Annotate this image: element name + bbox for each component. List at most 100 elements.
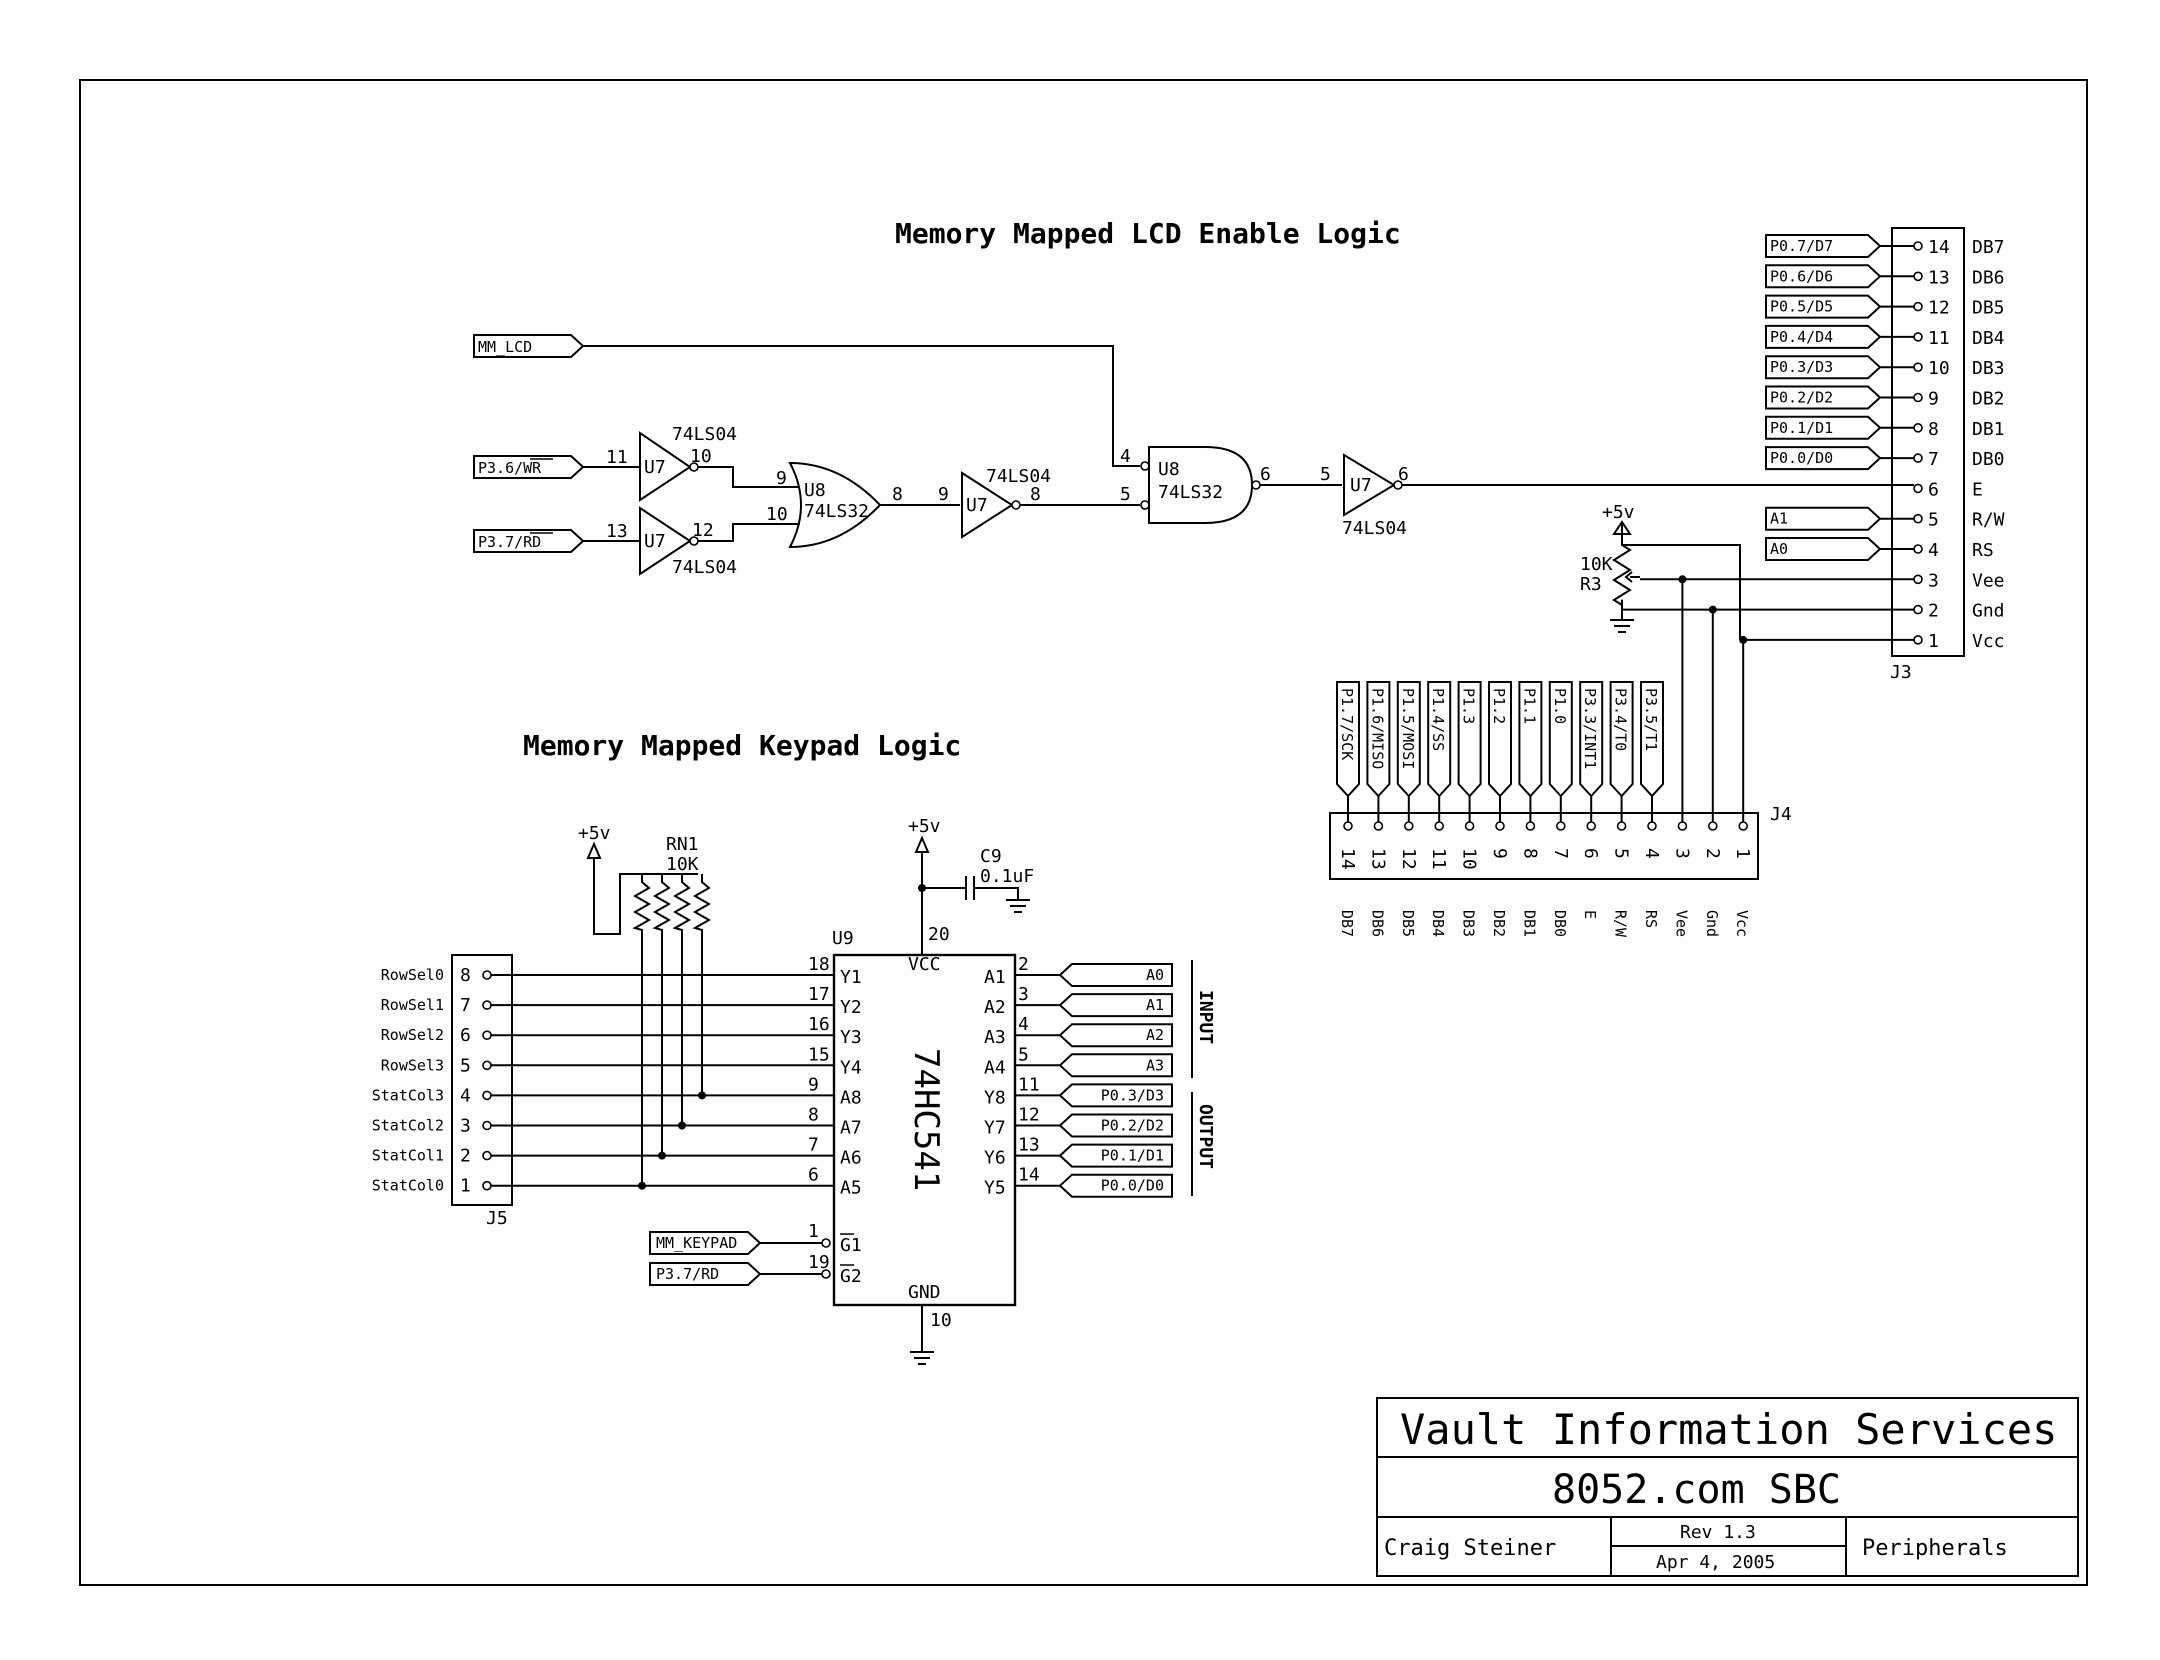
j3-pin-8-terminal	[1913, 422, 1923, 433]
tb-date: Apr 4, 2005	[1656, 1552, 1775, 1573]
u9-left-pin-9: 9	[808, 1074, 819, 1095]
j3-pin-12-signal: DB5	[1972, 298, 2005, 319]
cap-ref: C9	[980, 846, 1002, 867]
u9-vcc-label: VCC	[908, 954, 941, 975]
j3-port-label-4	[1765, 537, 1882, 561]
j4-port-text-13: P1.6/MISO	[1368, 688, 1386, 769]
j5-pin-5-number: 5	[460, 1055, 471, 1076]
j4-port-label-4	[1640, 681, 1664, 798]
u9-right-net-text-2: A0	[1146, 966, 1164, 984]
keypad-section-title: Memory Mapped Keypad Logic	[523, 729, 961, 762]
u9-left-pin-16: 16	[808, 1014, 830, 1035]
u9-right-net-text-3: A1	[1146, 996, 1164, 1014]
u9-left-name-8: A7	[840, 1118, 862, 1139]
inverter-u7-wr	[639, 431, 692, 502]
j4-pin-5-signal: R/W	[1612, 910, 1630, 938]
u9-right-pin-13: 13	[1018, 1135, 1040, 1156]
j5-signal-4: StatCol3	[372, 1086, 444, 1104]
u9-right-pin-2: 2	[1018, 954, 1029, 975]
sheet-border	[79, 79, 2088, 1586]
u9-vcc-pin: 20	[928, 924, 950, 945]
j4-pin-6-signal: E	[1581, 910, 1599, 919]
enable-bubble-1	[821, 1238, 831, 1248]
or-pin-out: 8	[892, 484, 903, 505]
u9-right-net-label-4	[1058, 1023, 1173, 1048]
j3-pin-14-terminal	[1913, 241, 1923, 251]
inv-rd-pin-in: 13	[606, 521, 628, 542]
j4-pin-11-signal: DB4	[1429, 910, 1447, 937]
u9-right-name-4: A3	[984, 1027, 1006, 1048]
u9-right-net-label-5	[1058, 1053, 1173, 1078]
enable-pin-1: 1	[808, 1221, 819, 1242]
u9-right-net-text-4: A2	[1146, 1026, 1164, 1044]
j3-port-label-7	[1765, 446, 1882, 471]
j3-pin-1-terminal	[1913, 635, 1923, 645]
j5-pin-5-terminal	[482, 1060, 492, 1071]
tb-company: Vault Information Services	[1400, 1405, 2057, 1454]
j5-signal-6: RowSel2	[381, 1026, 444, 1044]
inv-wr-pin-in: 11	[606, 447, 628, 468]
j4-pin-8-signal: DB1	[1520, 910, 1538, 937]
j4-pin-4-signal: RS	[1642, 910, 1660, 928]
or-pin-b: 10	[766, 504, 788, 525]
j3-pin-2-terminal	[1913, 604, 1923, 615]
j3-pin-2-signal: Gnd	[1972, 601, 2005, 622]
j3-pin-5-number: 5	[1928, 510, 1939, 531]
inv-rd-pin-out: 12	[692, 520, 714, 541]
j3-pin-12-terminal	[1913, 301, 1923, 312]
j3-port-label-5	[1765, 506, 1882, 531]
j5-signal-3: StatCol2	[372, 1117, 444, 1135]
j3-pin-6-number: 6	[1928, 479, 1939, 500]
inverter-u7-out	[1343, 453, 1396, 517]
j4-port-text-4: P3.5/T1	[1642, 688, 1660, 751]
j3-pin-10-terminal	[1913, 362, 1923, 373]
j4-port-label-11	[1427, 681, 1452, 798]
j4-pin-2-number: 2	[1702, 848, 1723, 859]
j3-pin-3-terminal	[1913, 574, 1923, 585]
rn1-value: 10K	[666, 854, 699, 875]
j3-pin-12-number: 12	[1928, 298, 1950, 319]
inv-rd-ref: U7	[644, 531, 666, 552]
j4-pin-13-terminal	[1373, 821, 1384, 831]
u9-left-pin-8: 8	[808, 1105, 819, 1126]
j3-pin-2-number: 2	[1928, 601, 1939, 622]
u9-right-net-text-12: P0.2/D2	[1101, 1117, 1164, 1135]
inv-rd-part: 74LS04	[672, 557, 737, 578]
j4-port-label-14	[1336, 681, 1360, 798]
j5-pin-7-number: 7	[460, 995, 471, 1016]
u9-right-name-13: Y6	[984, 1148, 1006, 1169]
j5-signal-7: RowSel1	[381, 996, 444, 1014]
j3-pin-14-signal: DB7	[1972, 237, 2005, 258]
u9-right-name-14: Y5	[984, 1178, 1006, 1199]
j4-port-text-5: P3.4/T0	[1612, 688, 1630, 751]
j4-pin-10-signal: DB3	[1460, 910, 1478, 937]
j3-pin-13-terminal	[1913, 271, 1923, 282]
rn1-resistor-1	[632, 874, 652, 1186]
j3-pin-9-number: 9	[1928, 389, 1939, 410]
rn1-junction-1	[638, 1181, 646, 1190]
j3-ref: J3	[1890, 662, 1912, 683]
enable-name-1: G1	[840, 1235, 862, 1256]
j5-pin-6-number: 6	[460, 1025, 471, 1046]
rn1-resistor-3	[672, 874, 692, 1126]
j3-pin-11-signal: DB4	[1972, 328, 2005, 349]
j3-pin-1-signal: Vcc	[1972, 631, 2005, 652]
j3-pin-9-terminal	[1913, 392, 1923, 403]
j3-port-text-5: A1	[1770, 510, 1788, 528]
j4-pin-3-terminal	[1677, 821, 1688, 831]
j4-pin-10-terminal	[1464, 821, 1475, 831]
j4-port-text-6: P3.3/INT1	[1581, 688, 1599, 769]
j4-port-label-7	[1548, 681, 1573, 798]
inv-mid-pin-in: 9	[938, 484, 949, 505]
j4-pin-8-number: 8	[1519, 848, 1540, 859]
j4-port-text-9: P1.2	[1490, 688, 1508, 724]
potentiometer-r3: +5v 10K R3	[1580, 502, 1640, 633]
j4-port-text-8: P1.1	[1520, 688, 1538, 724]
u9-right-net-text-13: P0.1/D1	[1101, 1147, 1164, 1165]
j4-port-label-13	[1366, 681, 1391, 798]
j3-port-label-12	[1765, 294, 1882, 319]
j4-vcc-junction	[1739, 635, 1748, 644]
enable-net-label-1	[649, 1231, 762, 1255]
